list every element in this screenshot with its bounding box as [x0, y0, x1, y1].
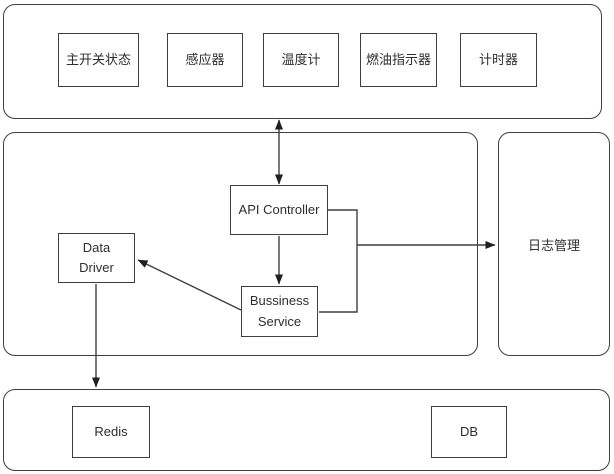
node-data-driver-label-line2: Driver	[79, 260, 114, 275]
node-thermometer: 温度计	[263, 33, 339, 87]
node-timer: 计时器	[460, 33, 537, 87]
node-fuel-indicator-label: 燃油指示器	[365, 51, 431, 67]
node-db-label: DB	[459, 423, 479, 439]
node-sensor: 感应器	[167, 33, 243, 87]
node-redis-label: Redis	[94, 423, 128, 439]
node-data-driver-label-line1: Data	[82, 239, 111, 255]
node-business-service-label-line1: Bussiness	[249, 293, 310, 309]
log-panel-label: 日志管理	[527, 237, 580, 253]
node-api-controller-label: API Controller	[238, 201, 320, 217]
node-thermometer-label: 温度计	[281, 51, 321, 67]
node-timer-label: 计时器	[478, 51, 518, 67]
log-panel: 日志管理	[498, 132, 610, 356]
node-business-service: Bussiness Service	[241, 286, 318, 337]
node-api-controller: API Controller	[230, 185, 328, 235]
node-data-driver: Data Driver	[58, 233, 135, 283]
node-main-switch-status: 主开关状态	[58, 33, 139, 87]
node-business-service-label-line2: Service	[257, 313, 302, 329]
node-main-switch-status-label: 主开关状态	[65, 51, 131, 67]
node-db: DB	[431, 406, 507, 458]
node-sensor-label: 感应器	[185, 51, 225, 67]
node-fuel-indicator: 燃油指示器	[360, 33, 437, 87]
node-redis: Redis	[72, 406, 150, 458]
